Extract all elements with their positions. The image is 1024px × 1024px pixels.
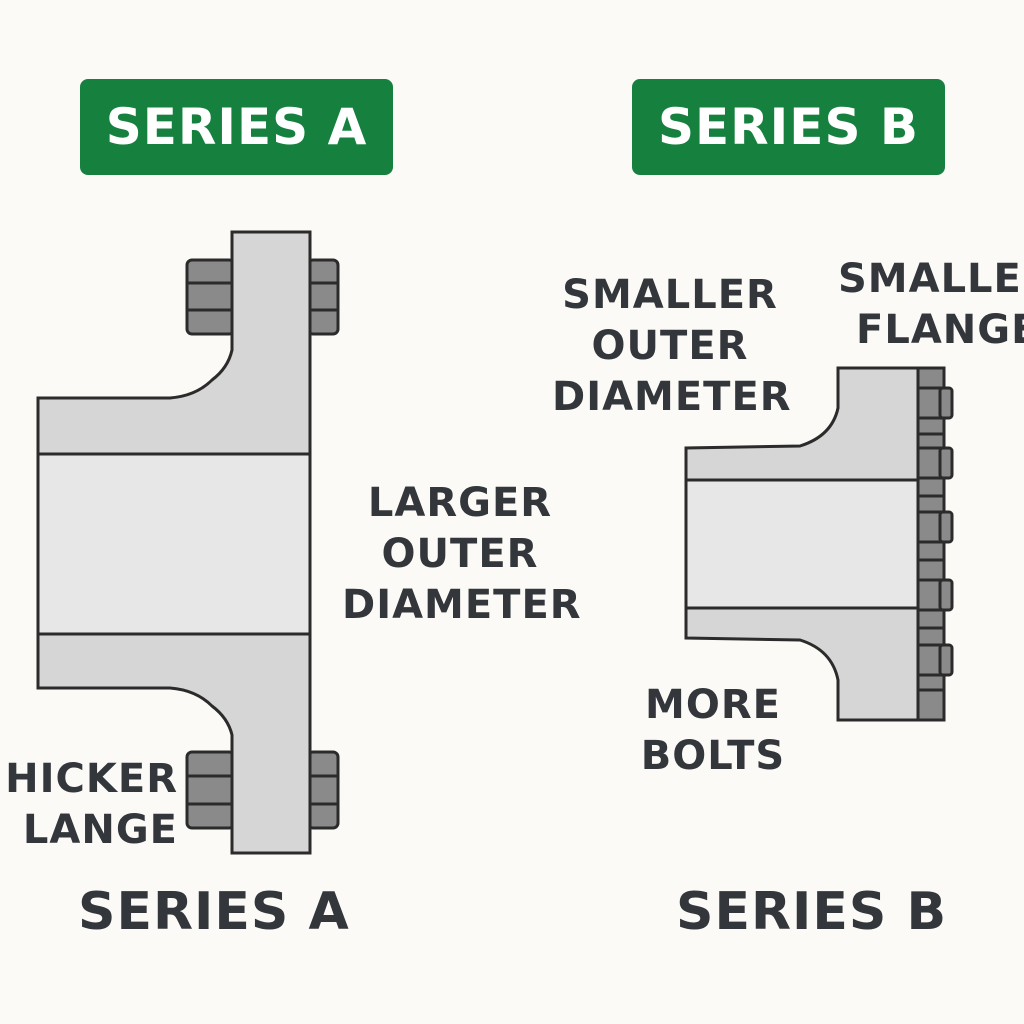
series-b-bolts (916, 366, 954, 722)
series-b-flange-label: SMALLER FLANGE (838, 254, 1024, 356)
series-b-od-line-3: DIAMETER (552, 374, 792, 420)
series-a-flange-label: HICKER LANGE (0, 754, 178, 856)
series-a-badge: SERIES A (80, 79, 393, 175)
series-b-od-line-2: OUTER (591, 323, 749, 369)
series-a-bottom-bolt (185, 750, 340, 830)
series-b-flange-line-2: FLANGE (856, 307, 1024, 353)
series-a-bore (36, 452, 312, 636)
series-b-bolts-label: MORE BOLTS (632, 680, 794, 782)
series-b-od-line-1: SMALLER (562, 272, 778, 318)
series-b-bore (684, 478, 920, 610)
series-a-outer-diameter-label: LARGER OUTER DIAMETER (342, 478, 582, 631)
series-b-bolts-line-1: MORE (645, 682, 781, 728)
series-a-flange-line-2: LANGE (22, 807, 178, 853)
series-a-caption: SERIES A (78, 882, 350, 942)
series-b-flange (684, 366, 954, 722)
series-b-bolts-line-2: BOLTS (640, 733, 786, 779)
series-b-badge: SERIES B (632, 79, 945, 175)
series-a-od-line-3: DIAMETER (342, 582, 582, 628)
series-a-top-bolt (185, 258, 340, 336)
series-a-od-line-2: OUTER (381, 531, 539, 577)
series-a-flange-line-1: HICKER (5, 756, 178, 802)
series-b-flange-line-1: SMALLER (838, 256, 1024, 302)
series-b-outer-diameter-label: SMALLER OUTER DIAMETER (552, 270, 792, 423)
series-a-flange (36, 230, 340, 855)
series-a-od-line-1: LARGER (367, 480, 553, 526)
series-b-caption: SERIES B (676, 882, 948, 942)
